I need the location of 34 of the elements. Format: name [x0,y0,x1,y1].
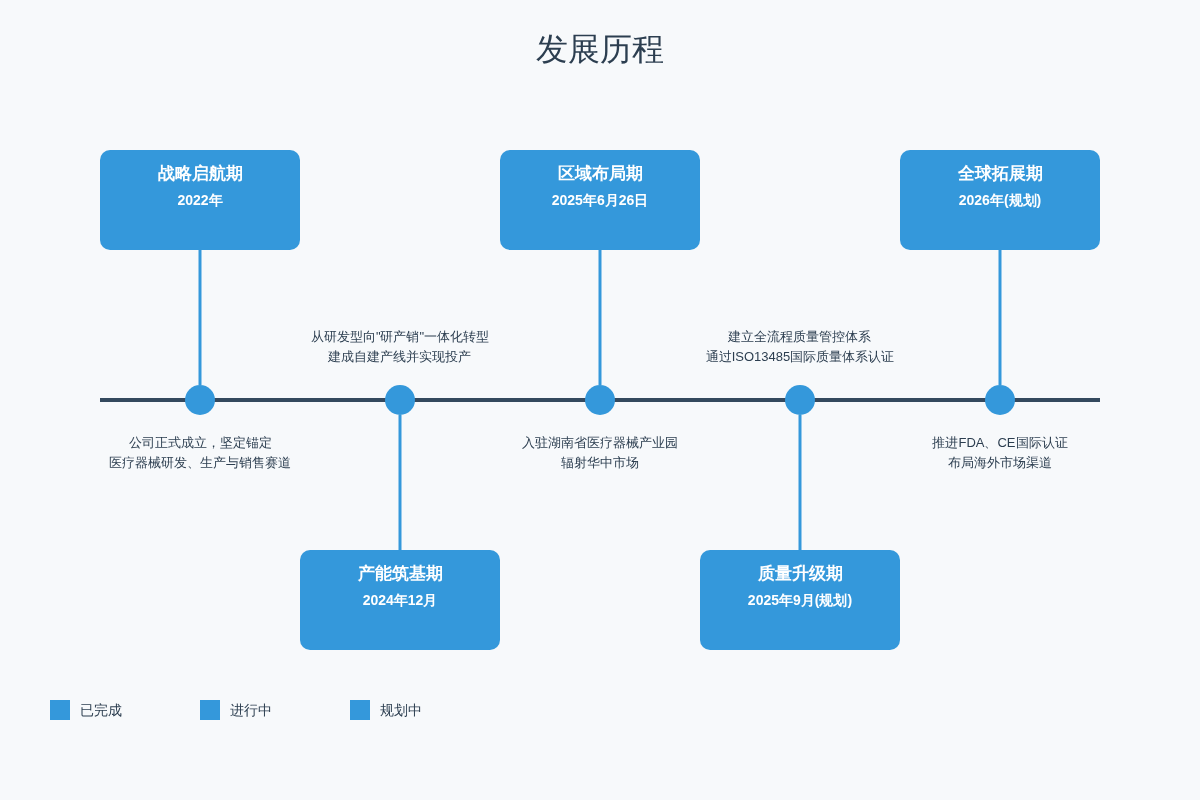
legend-label: 进行中 [230,701,272,720]
phase-title: 全球拓展期 [957,163,1043,185]
timeline-dot [785,385,815,415]
connector-line [198,250,202,385]
phase-date: 2024年12月 [362,591,438,610]
phase-date: 2022年 [177,191,223,210]
milestone-box [700,550,900,650]
phase-title: 质量升级期 [757,563,843,585]
timeline-dot [385,385,415,415]
legend-label: 规划中 [380,701,422,720]
timeline-dot [185,385,215,415]
timeline-dot [585,385,615,415]
phase-date: 2025年9月(规划) [747,591,853,610]
phase-title: 区域布局期 [557,163,643,185]
phase-title: 产能筑基期 [357,563,443,585]
milestone-description: 公司正式成立，坚定锚定 医疗器械研发、生产与销售赛道 [109,434,291,472]
connector-line [398,415,402,550]
milestone-description: 建立全流程质量管控体系 通过ISO13485国际质量体系认证 [705,328,895,366]
milestone-box [300,550,500,650]
milestone-box [500,150,700,250]
milestone-box [900,150,1100,250]
phase-date: 2025年6月26日 [551,191,649,210]
connector-line [798,415,802,550]
title: 发展历程 [535,30,665,69]
milestone-box [100,150,300,250]
legend-label: 已完成 [80,701,122,720]
phase-date: 2026年(规划) [958,191,1042,210]
connector-line [598,250,602,385]
phase-title: 战略启航期 [157,163,243,185]
milestone-description: 推进FDA、CE国际认证 布局海外市场渠道 [932,434,1068,472]
connector-line [998,250,1002,385]
milestone-description: 入驻湖南省医疗器械产业园 辐射华中市场 [522,434,678,472]
timeline-dot [985,385,1015,415]
milestone-description: 从研发型向"研产销"一体化转型 建成自建产线并实现投产 [310,328,490,366]
